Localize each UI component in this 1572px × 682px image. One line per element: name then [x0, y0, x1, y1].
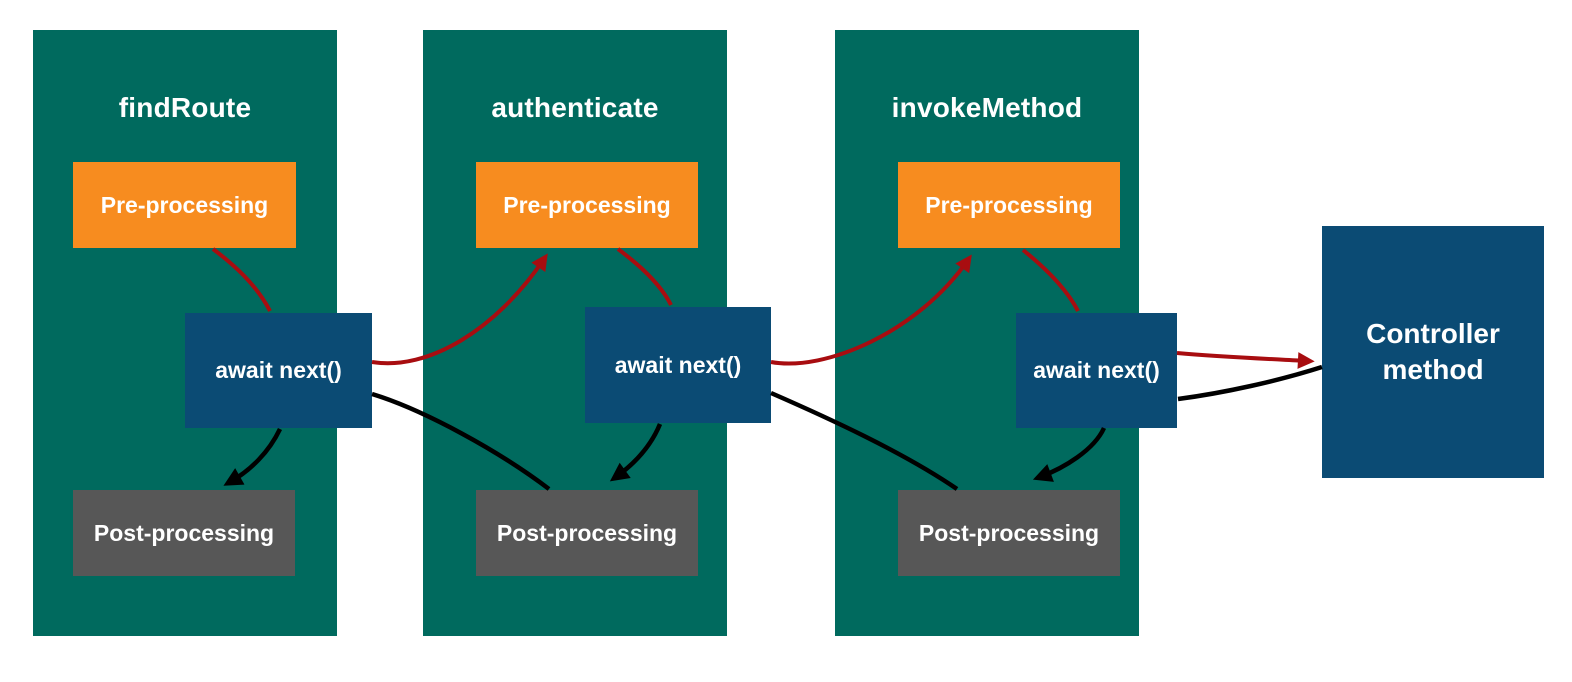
pre-processing-label: Pre-processing	[925, 191, 1093, 218]
post-processing-box: Post-processing	[73, 490, 295, 576]
post-processing-box: Post-processing	[476, 490, 698, 576]
post-processing-label: Post-processing	[496, 519, 678, 546]
await-next-box: await next()	[185, 313, 372, 428]
controller-method-box: Controller method	[1322, 226, 1544, 478]
middleware-column-findroute: findRoute Pre-processing await next() Po…	[33, 30, 372, 636]
middleware-column-invokemethod: invokeMethod Pre-processing await next()…	[835, 30, 1177, 636]
pre-processing-box: Pre-processing	[73, 162, 296, 248]
await-next-box: await next()	[585, 307, 771, 423]
return-link-controller-to-await3	[1177, 364, 1323, 402]
post-processing-label: Post-processing	[93, 519, 275, 546]
post-processing-label: Post-processing	[918, 519, 1100, 546]
forward-arrow-await3-to-controller	[1176, 351, 1315, 369]
column-title: invokeMethod	[891, 92, 1083, 123]
column-title: findRoute	[118, 92, 252, 123]
pre-processing-box: Pre-processing	[476, 162, 698, 248]
post-processing-box: Post-processing	[898, 490, 1120, 576]
controller-method-label-line1: Controller	[1366, 317, 1500, 349]
controller-method-label-line2: method	[1382, 354, 1484, 385]
await-next-label: await next()	[215, 357, 342, 383]
middleware-column-authenticate: authenticate Pre-processing await next()…	[423, 30, 771, 636]
await-next-label: await next()	[614, 351, 742, 378]
pre-processing-box: Pre-processing	[898, 162, 1120, 248]
await-next-label: await next()	[1033, 357, 1160, 383]
pre-processing-label: Pre-processing	[503, 191, 671, 218]
column-title: authenticate	[491, 92, 659, 123]
await-next-box: await next()	[1016, 313, 1177, 428]
pre-processing-label: Pre-processing	[100, 191, 269, 218]
